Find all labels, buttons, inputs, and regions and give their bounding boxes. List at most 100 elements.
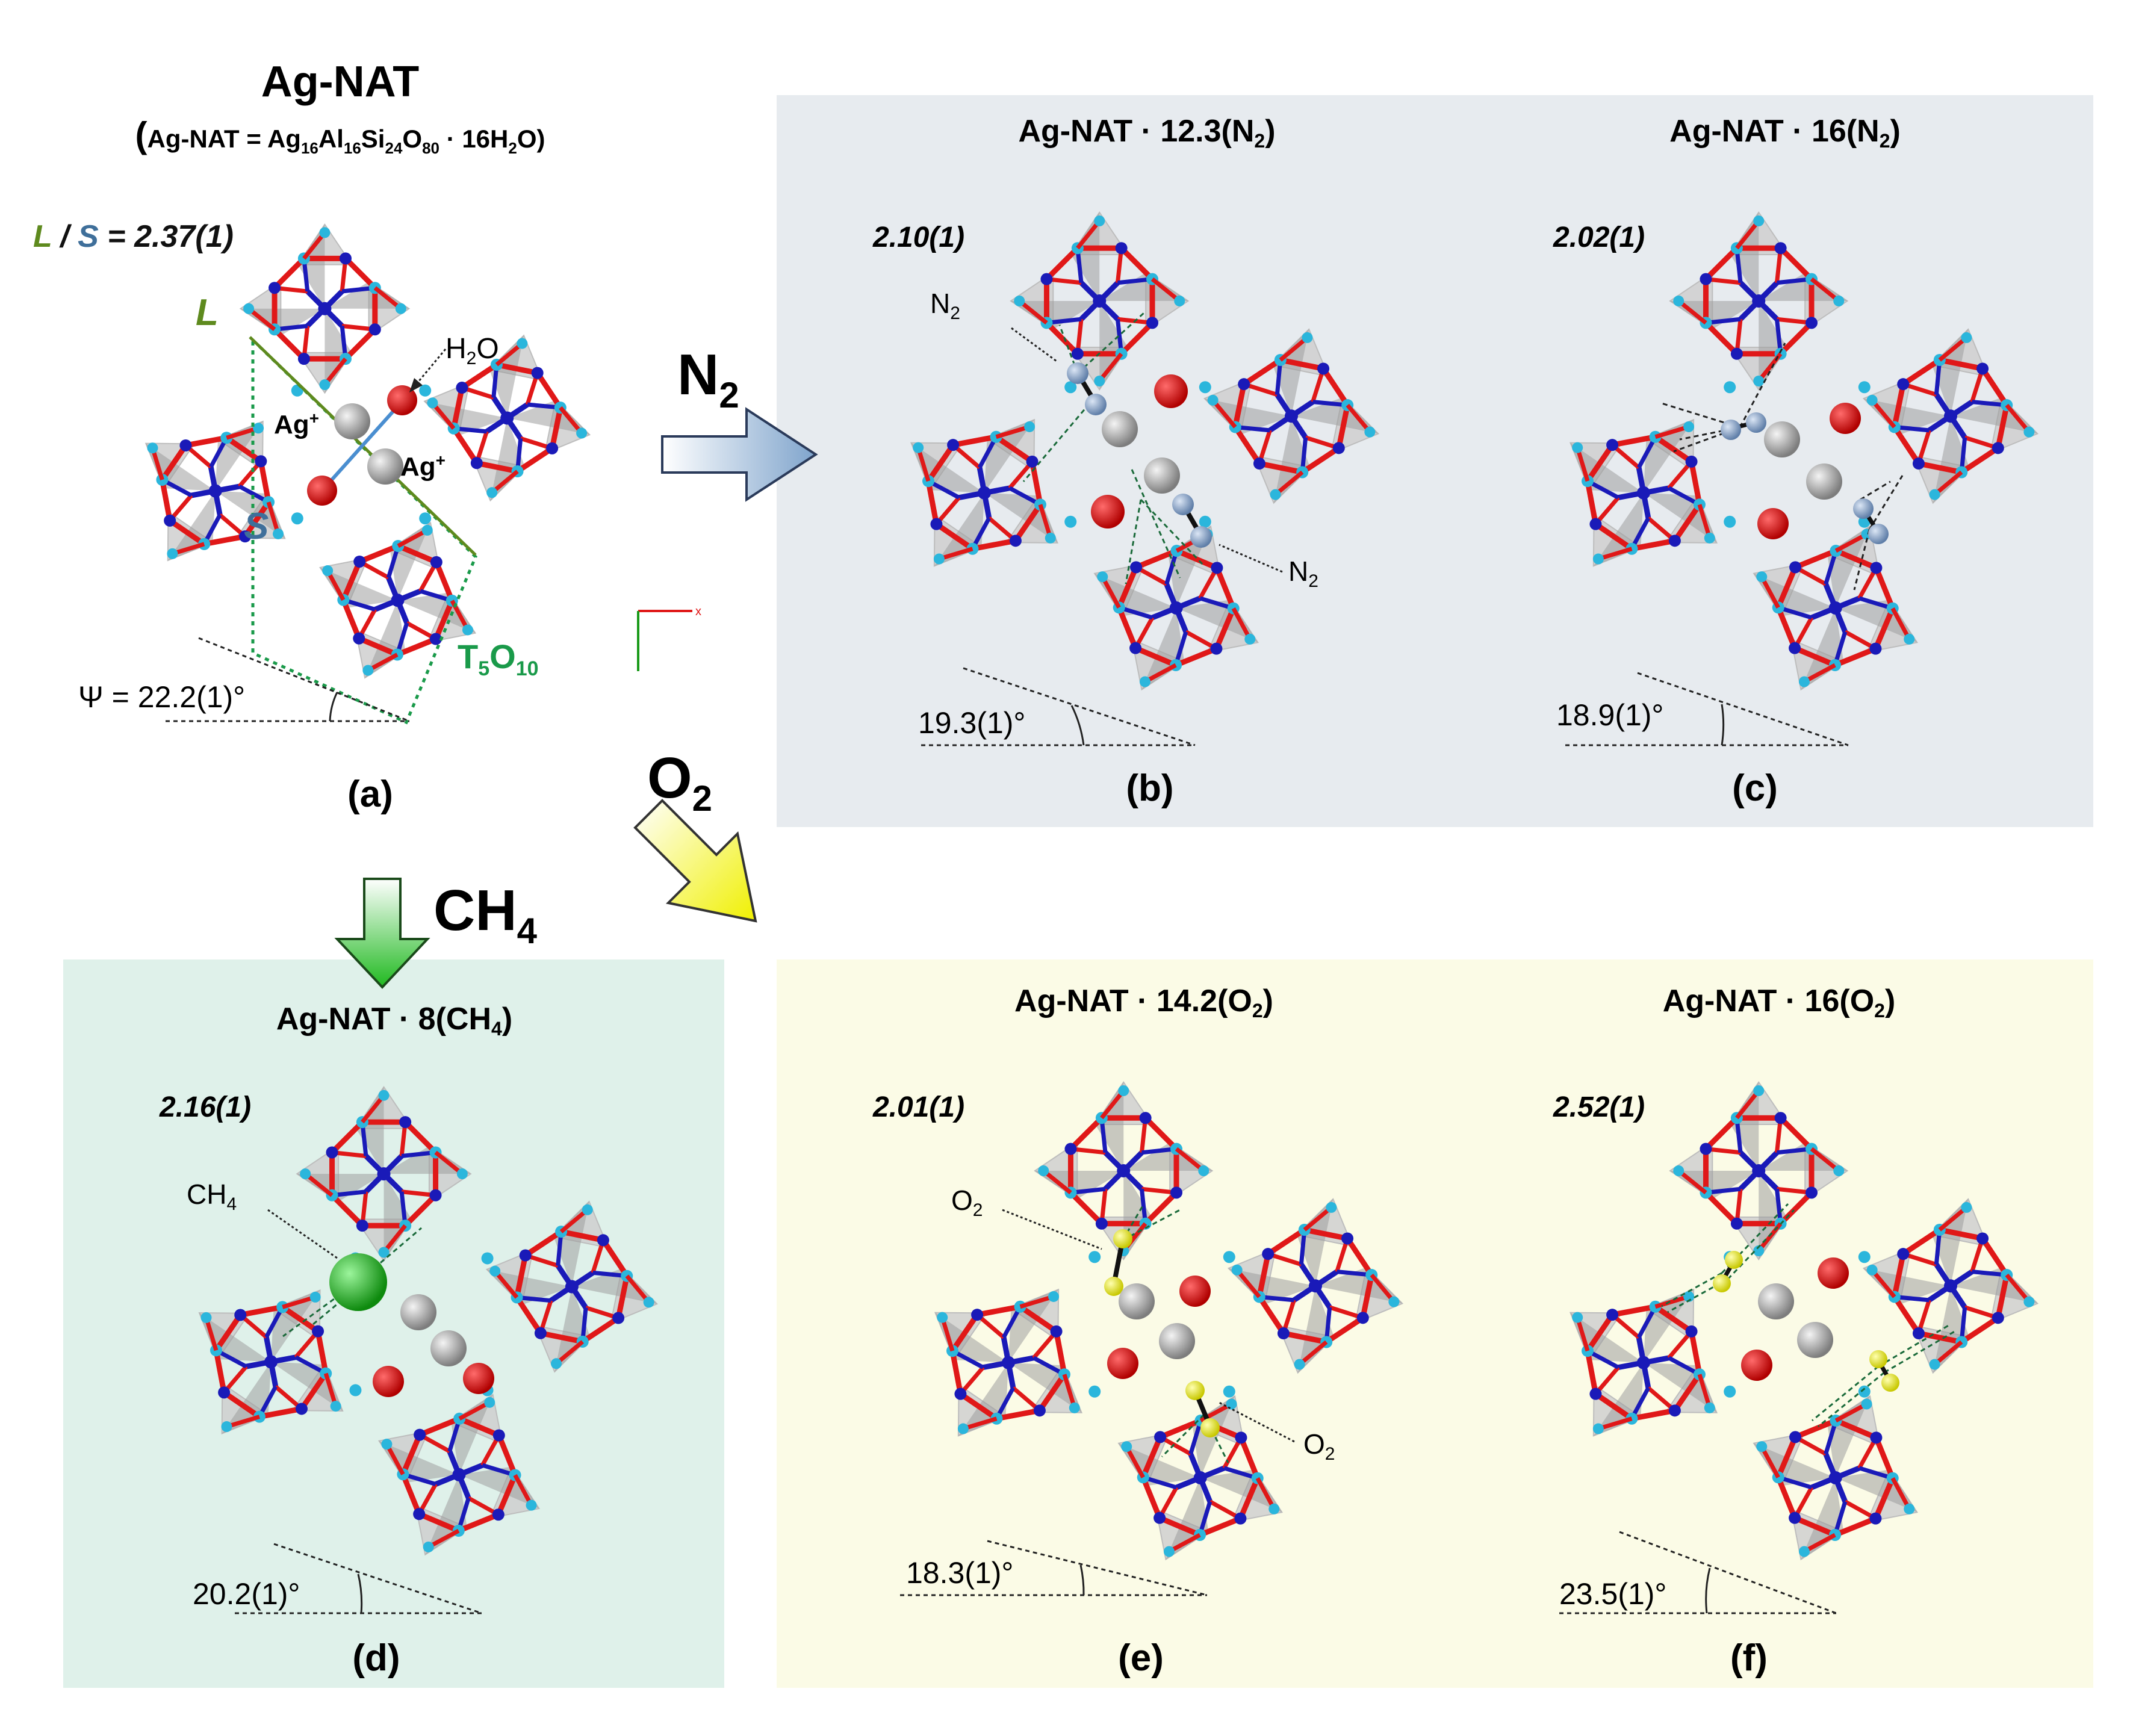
o2-pointer <box>1002 1209 1102 1250</box>
label-L: L <box>196 292 219 333</box>
panel-d-value: 2.16(1) <box>159 1091 251 1123</box>
panel-d-guests <box>267 1209 494 1397</box>
panel-a-title: Ag-NAT <box>261 58 420 106</box>
panel-b-caption: (b) <box>1126 767 1173 809</box>
panel-a-angle: Ψ = 22.2(1)° <box>78 680 245 714</box>
ag-ion <box>1159 1323 1195 1359</box>
water-oxygen <box>1757 508 1789 539</box>
panel-c-caption: (c) <box>1732 767 1778 809</box>
angle-arc <box>329 692 338 722</box>
o2-atom <box>1185 1381 1205 1400</box>
ls-ratio: L / S = 2.37(1) <box>33 219 234 254</box>
interaction-dashes <box>1661 343 1904 591</box>
ring-unit <box>1569 418 1718 567</box>
channel-linkers <box>1088 1251 1235 1398</box>
o2-atom <box>1713 1274 1731 1292</box>
ag-ion <box>1806 463 1842 500</box>
ag-ion <box>1764 421 1800 457</box>
n2-pointer <box>1219 544 1283 573</box>
ag-ion <box>367 448 403 485</box>
ring-unit <box>296 1086 472 1262</box>
panel-d-caption: (d) <box>352 1637 400 1679</box>
ag-ion <box>1102 411 1138 447</box>
ag-ion <box>430 1330 467 1366</box>
framework-structure-e <box>934 1080 1404 1561</box>
o2-arrow-label: O2 <box>647 746 712 819</box>
label-h2o: H2O <box>446 333 499 368</box>
water-oxygen <box>307 476 337 506</box>
n2-atom <box>1853 498 1874 519</box>
n2-atom <box>1085 394 1107 415</box>
ring-unit <box>1117 1395 1284 1561</box>
panel-e-caption: (e) <box>1118 1637 1164 1679</box>
ring-unit <box>485 1200 659 1373</box>
o2-atom <box>1200 1418 1220 1437</box>
ring-unit <box>910 418 1059 567</box>
panel-b-guests <box>1011 312 1283 584</box>
panel-b-title: Ag-NAT · 12.3(N2) <box>1018 114 1275 152</box>
n2-process-arrow <box>661 407 818 502</box>
o2-process-arrow <box>633 799 757 923</box>
panel-e-guests <box>1002 1203 1295 1463</box>
water-oxygen <box>373 1366 404 1397</box>
framework-structure-d <box>198 1086 659 1556</box>
n2-arrow-label: N2 <box>677 343 739 415</box>
water-oxygen <box>387 385 417 415</box>
interaction-dashes <box>1661 1203 1957 1428</box>
angle-markers <box>235 667 1849 1614</box>
o2-atom <box>1881 1374 1899 1392</box>
panel-d-title: Ag-NAT · 8(CH4) <box>276 1002 512 1040</box>
ring-unit <box>1669 211 1849 391</box>
ag-ion <box>1144 457 1180 494</box>
panel-e-guest-label: O2 <box>1303 1428 1335 1464</box>
framework-structure-f <box>1569 1080 2039 1561</box>
panel-e-angle: 18.3(1)° <box>906 1556 1013 1590</box>
panel-c-value: 2.02(1) <box>1553 222 1645 253</box>
label-ag-plus: Ag+ <box>400 451 446 482</box>
panel-e-value: 2.01(1) <box>872 1091 964 1123</box>
framework-structure-c <box>1569 211 2039 691</box>
h2o-pointer <box>414 349 447 386</box>
ag-ion <box>334 403 370 439</box>
water-oxygen <box>1818 1257 1849 1289</box>
ring-unit <box>1862 1198 2039 1374</box>
n2-atom <box>1067 362 1088 384</box>
panel-e-guest-label: O2 <box>951 1185 983 1220</box>
interaction-dashes <box>1122 1203 1229 1463</box>
water-oxygen <box>1830 403 1861 434</box>
ring-unit <box>198 1289 344 1435</box>
panel-d-guest-label: CH4 <box>187 1179 237 1214</box>
label-S: S <box>244 506 269 547</box>
h2o-pointer-head <box>409 378 423 392</box>
panel-f-caption: (f) <box>1730 1637 1768 1679</box>
panel-c-title: Ag-NAT · 16(N2) <box>1669 114 1901 152</box>
S-vector-line <box>320 401 402 492</box>
n2-atom <box>1868 524 1889 544</box>
ch4-molecule <box>329 1253 387 1311</box>
ag-ion <box>1119 1283 1155 1319</box>
panel-b-guest-label: N2 <box>930 288 960 323</box>
framework-structure-a <box>144 223 591 679</box>
panel-b-value: 2.10(1) <box>872 222 964 253</box>
o2-atom <box>1725 1251 1743 1269</box>
o2-atom <box>1113 1229 1132 1248</box>
ring-unit <box>1203 328 1380 504</box>
ag-ion <box>1797 1322 1833 1358</box>
water-oxygen <box>463 1363 494 1394</box>
panel-ef-background <box>777 959 2093 1688</box>
water-oxygen <box>1091 495 1125 529</box>
ring-unit <box>1669 1080 1849 1261</box>
ring-unit <box>1034 1080 1214 1261</box>
ring-unit <box>1227 1198 1404 1374</box>
ring-unit <box>1010 211 1190 391</box>
axis-x-label: x <box>695 605 701 618</box>
interaction-dashes <box>1022 312 1205 584</box>
n2-atom <box>1190 526 1212 548</box>
ring-unit <box>934 1288 1083 1437</box>
water-oxygen <box>1179 1276 1211 1307</box>
panel-c-angle: 18.9(1)° <box>1556 698 1663 732</box>
ch4-process-arrow <box>334 878 430 989</box>
label-t5o10: T5O10 <box>458 637 539 680</box>
panel-b-guest-label: N2 <box>1288 556 1318 591</box>
